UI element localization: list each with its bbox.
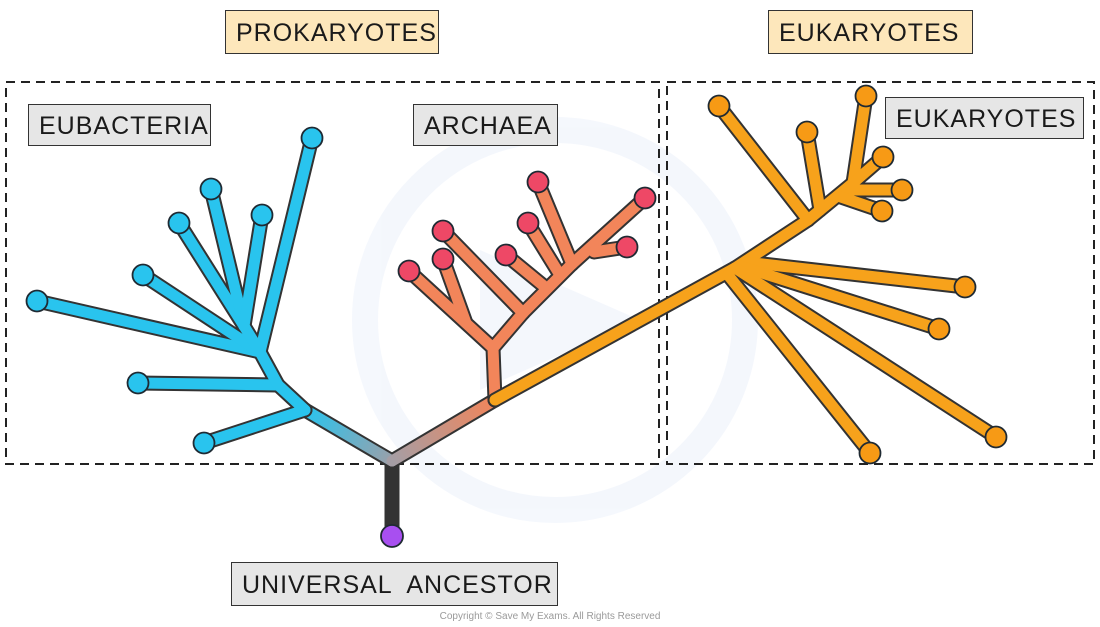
leaf-node [858, 441, 882, 465]
eukaryote-nodes [707, 84, 1008, 465]
eukaryotes-group-label: EUKARYOTES [768, 10, 973, 54]
prokaryotes-group-label: PROKARYOTES [225, 10, 439, 54]
archaea-nodes [397, 170, 657, 283]
leaf-node [131, 263, 155, 287]
leaf-node [250, 203, 274, 227]
universal-ancestor-label: UNIVERSAL ANCESTOR [231, 562, 558, 606]
leaf-node [953, 275, 977, 299]
watermark-logo [352, 117, 758, 523]
leaf-node [927, 317, 951, 341]
leaf-node [494, 243, 518, 267]
universal-ancestor-node [380, 524, 404, 548]
leaf-node [431, 247, 455, 271]
leaf-node [192, 431, 216, 455]
copyright-notice: Copyright © Save My Exams. All Rights Re… [439, 611, 661, 622]
archaea-branches [401, 174, 653, 408]
leaf-node [126, 371, 150, 395]
leaf-node [707, 94, 731, 118]
eubacteria-label: EUBACTERIA [28, 104, 211, 146]
eubacteria-stem [299, 404, 398, 467]
leaf-node [397, 259, 421, 283]
leaf-node [25, 289, 49, 313]
leaf-node [871, 145, 895, 169]
leaf-node [795, 120, 819, 144]
leaf-node [300, 126, 324, 150]
leaf-node [890, 178, 914, 202]
archaea-label: ARCHAEA [413, 104, 558, 146]
prokaryotes-box [5, 81, 660, 465]
leaf-node [516, 211, 540, 235]
eukaryotes-clade-label: EUKARYOTES [885, 97, 1084, 139]
leaf-node [526, 170, 550, 194]
leaf-node [870, 199, 894, 223]
leaf-node [854, 84, 878, 108]
leaf-node [984, 425, 1008, 449]
leaf-node [431, 219, 455, 243]
leaf-node [199, 177, 223, 201]
leaf-node [615, 235, 639, 259]
eubacteria-nodes [25, 126, 324, 455]
eukaryotes-box [666, 81, 1095, 465]
archaea-eukaryote-stem [386, 394, 501, 467]
leaf-node [167, 211, 191, 235]
eubacteria-branches [29, 130, 320, 451]
leaf-node [633, 186, 657, 210]
eukaryote-branches [487, 88, 1004, 461]
